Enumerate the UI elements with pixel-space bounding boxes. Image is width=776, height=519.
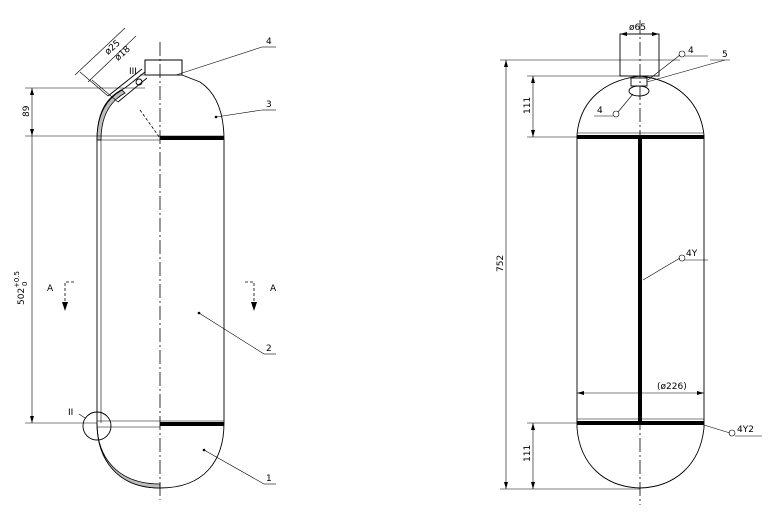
svg-text:A: A	[270, 284, 277, 294]
shell-length-dim-lines	[25, 136, 97, 424]
part-number-5: 5	[722, 50, 728, 60]
head-height-dim: 89	[22, 105, 32, 117]
head-height-dim-lines	[25, 87, 145, 137]
part-leaders-left	[175, 46, 276, 485]
left-view: ø25 ø18 III 89 502 +0.5 0 II	[13, 27, 277, 500]
svg-text:4Y: 4Y	[686, 249, 698, 259]
part-number-1: 1	[266, 474, 272, 484]
section-marker-left: A	[47, 281, 74, 311]
bottom-head-dim-lines	[527, 422, 577, 489]
weld-symbol-fitting: 4	[594, 93, 634, 118]
part-5-leader	[646, 59, 726, 83]
detail-mark-iii: III	[129, 67, 137, 77]
top-nozzle	[144, 59, 183, 76]
svg-text:A: A	[47, 284, 54, 294]
weld-symbol-bottom: 4Y2	[703, 424, 762, 437]
bottom-head-height-dim: 111	[523, 445, 533, 462]
nozzle-diameter-dim: ø65	[629, 23, 646, 33]
right-nozzle	[619, 33, 660, 77]
head-dashed-line	[139, 109, 161, 139]
section-wall-bottom	[96, 422, 161, 489]
shell-length-tol-lower: 0	[21, 282, 29, 286]
diameter-dim-lines	[577, 391, 704, 395]
detail-ii-leader	[78, 413, 86, 419]
small-fitting	[630, 77, 648, 87]
weld-symbol-center: 4Y	[642, 249, 708, 281]
detail-circle-ii	[82, 411, 112, 441]
fitting-base	[628, 85, 650, 97]
weld-symbol-top: 4	[647, 46, 708, 81]
top-head-height-dim: 111	[523, 97, 533, 114]
nozzle-dim-lines	[620, 32, 659, 36]
pipe-dim-lines	[74, 27, 137, 103]
overall-length-dim-lines	[500, 59, 680, 490]
part-number-2: 2	[266, 344, 272, 354]
vessel-outline-right	[576, 75, 705, 489]
section-marker-right: A	[245, 281, 277, 311]
diameter-dim: (ø226)	[657, 382, 687, 392]
angled-pipe	[107, 68, 148, 103]
section-wall-top	[96, 89, 126, 141]
right-view: ø65 752 111 111	[496, 20, 762, 505]
svg-text:4: 4	[688, 46, 694, 56]
svg-text:4Y2: 4Y2	[737, 425, 754, 435]
part-number-3: 3	[266, 100, 272, 110]
shell-length-tol-upper: +0.5	[13, 271, 21, 288]
overall-length-dim: 752	[496, 255, 506, 272]
detail-mark-ii: II	[68, 408, 73, 418]
svg-text:4: 4	[597, 106, 603, 116]
shell-length-dim: 502 +0.5 0	[13, 271, 29, 305]
top-head-dim-lines	[527, 75, 640, 138]
part-number-4: 4	[266, 37, 272, 47]
shell-length-base: 502	[17, 288, 27, 305]
